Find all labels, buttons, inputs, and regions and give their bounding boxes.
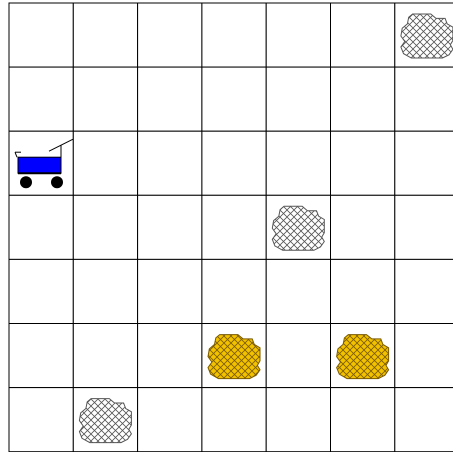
- grid-cell[interactable]: [138, 259, 202, 323]
- grid-cell[interactable]: [331, 388, 395, 452]
- grid-cell[interactable]: [266, 67, 330, 131]
- grid-cell[interactable]: [331, 195, 395, 259]
- grid-cell[interactable]: [73, 131, 137, 195]
- grid-cell[interactable]: [202, 259, 266, 323]
- grid-cell[interactable]: [395, 67, 453, 131]
- gold-nugget-icon[interactable]: [208, 335, 260, 379]
- grid-cell[interactable]: [9, 324, 73, 388]
- grid-cell[interactable]: [202, 195, 266, 259]
- gold-nugget-icon[interactable]: [337, 335, 389, 379]
- grid-cell[interactable]: [73, 324, 137, 388]
- grid-cell[interactable]: [202, 3, 266, 67]
- grid-cell[interactable]: [395, 388, 453, 452]
- grid-cell[interactable]: [331, 67, 395, 131]
- grid-cell[interactable]: [73, 3, 137, 67]
- grid-cell[interactable]: [138, 195, 202, 259]
- grid-cell[interactable]: [202, 67, 266, 131]
- grid-cell[interactable]: [9, 259, 73, 323]
- rock-icon[interactable]: [79, 399, 131, 443]
- grid-cell[interactable]: [138, 324, 202, 388]
- cart-wheel: [51, 176, 63, 188]
- grid-cell[interactable]: [266, 388, 330, 452]
- rock-icon[interactable]: [272, 206, 324, 250]
- rock-icon[interactable]: [401, 14, 453, 58]
- grid-cell[interactable]: [395, 324, 453, 388]
- grid-cell[interactable]: [73, 195, 137, 259]
- grid-cell[interactable]: [331, 3, 395, 67]
- grid-cell[interactable]: [9, 195, 73, 259]
- grid-cell[interactable]: [73, 259, 137, 323]
- grid-cell[interactable]: [202, 388, 266, 452]
- grid-cells: [9, 3, 453, 452]
- cart-body: [18, 157, 61, 173]
- grid-cell[interactable]: [138, 3, 202, 67]
- grid-cell[interactable]: [395, 131, 453, 195]
- grid-cell[interactable]: [202, 131, 266, 195]
- grid-cell[interactable]: [266, 3, 330, 67]
- grid-cell[interactable]: [266, 324, 330, 388]
- grid-cell[interactable]: [331, 259, 395, 323]
- grid-cell[interactable]: [138, 67, 202, 131]
- grid-cell[interactable]: [266, 131, 330, 195]
- grid-cell[interactable]: [9, 388, 73, 452]
- cart-wheel: [20, 176, 32, 188]
- grid-cell[interactable]: [73, 67, 137, 131]
- grid-cell[interactable]: [266, 259, 330, 323]
- grid-cell[interactable]: [395, 195, 453, 259]
- grid-cell[interactable]: [9, 67, 73, 131]
- grid-cell[interactable]: [395, 259, 453, 323]
- grid-cell[interactable]: [331, 131, 395, 195]
- grid-cell[interactable]: [9, 3, 73, 67]
- grid-cell[interactable]: [138, 131, 202, 195]
- grid-cell[interactable]: [138, 388, 202, 452]
